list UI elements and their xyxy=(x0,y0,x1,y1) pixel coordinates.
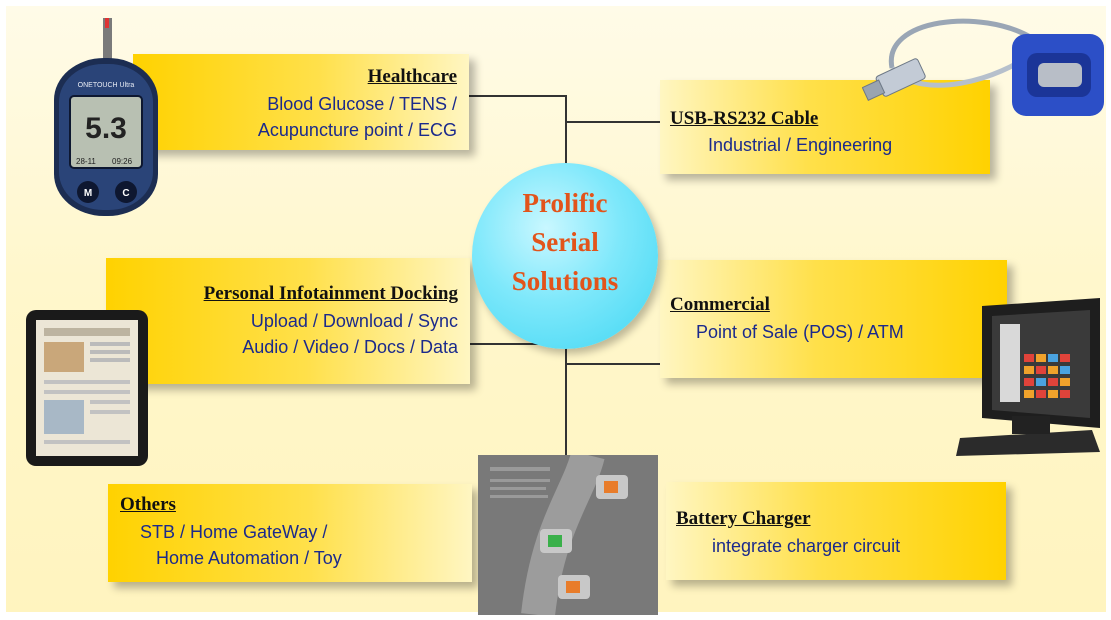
glucose-reading: 5.3 xyxy=(85,112,127,145)
usb-cable-box: USB-RS232 Cable Industrial / Engineering xyxy=(660,80,990,174)
commercial-title: Commercial xyxy=(670,294,770,315)
infotainment-box: Personal Infotainment Docking Upload / D… xyxy=(106,258,470,384)
battery-box: Battery Charger integrate charger circui… xyxy=(666,482,1006,580)
others-box: Others STB / Home GateWay / Home Automat… xyxy=(108,484,472,582)
hub-line-3: Solutions xyxy=(511,266,619,296)
usb-rs232-cable-image xyxy=(861,8,1110,130)
healthcare-title: Healthcare xyxy=(367,66,457,87)
hub-line-2: Serial xyxy=(531,227,599,257)
glucose-time: 09:26 xyxy=(112,157,133,166)
pos-terminal-image xyxy=(952,296,1104,458)
hub-line-1: Prolific xyxy=(522,188,608,218)
glucose-meter-image: ONETOUCH Ultra 5.3 28-11 09:26 M C xyxy=(50,18,162,218)
infotainment-line-2: Audio / Video / Docs / Data xyxy=(242,337,458,357)
healthcare-line-2: Acupuncture point / ECG xyxy=(257,120,457,140)
battery-title: Battery Charger xyxy=(676,508,811,529)
battery-line-1: integrate charger circuit xyxy=(712,536,901,556)
glucose-meter-brand: ONETOUCH Ultra xyxy=(78,82,135,89)
infotainment-line-1: Upload / Download / Sync xyxy=(250,311,458,331)
usb-cable-line-1: Industrial / Engineering xyxy=(708,135,893,155)
others-title: Others xyxy=(120,494,176,515)
others-line-1: STB / Home GateWay / xyxy=(140,522,328,542)
healthcare-line-1: Blood Glucose / TENS / xyxy=(267,94,457,114)
connector-healthcare xyxy=(462,95,566,97)
connector-usb xyxy=(565,121,662,123)
usb-cable-title: USB-RS232 Cable xyxy=(670,108,819,129)
infotainment-title: Personal Infotainment Docking xyxy=(203,283,458,304)
connector-commercial xyxy=(565,363,662,365)
healthcare-box: Healthcare Blood Glucose / TENS / Acupun… xyxy=(133,54,469,150)
connector-infotainment xyxy=(462,343,566,345)
commercial-line-1: Point of Sale (POS) / ATM xyxy=(696,322,904,342)
hub-circle: Prolific Serial Solutions xyxy=(472,163,658,349)
tablet-image xyxy=(20,308,152,468)
others-line-2: Home Automation / Toy xyxy=(156,548,342,568)
commercial-box: Commercial Point of Sale (POS) / ATM xyxy=(660,260,1007,378)
charger-product-image xyxy=(478,450,658,617)
glucose-date: 28-11 xyxy=(76,157,96,166)
meter-button-m: M xyxy=(84,188,92,199)
meter-button-c: C xyxy=(122,188,129,199)
